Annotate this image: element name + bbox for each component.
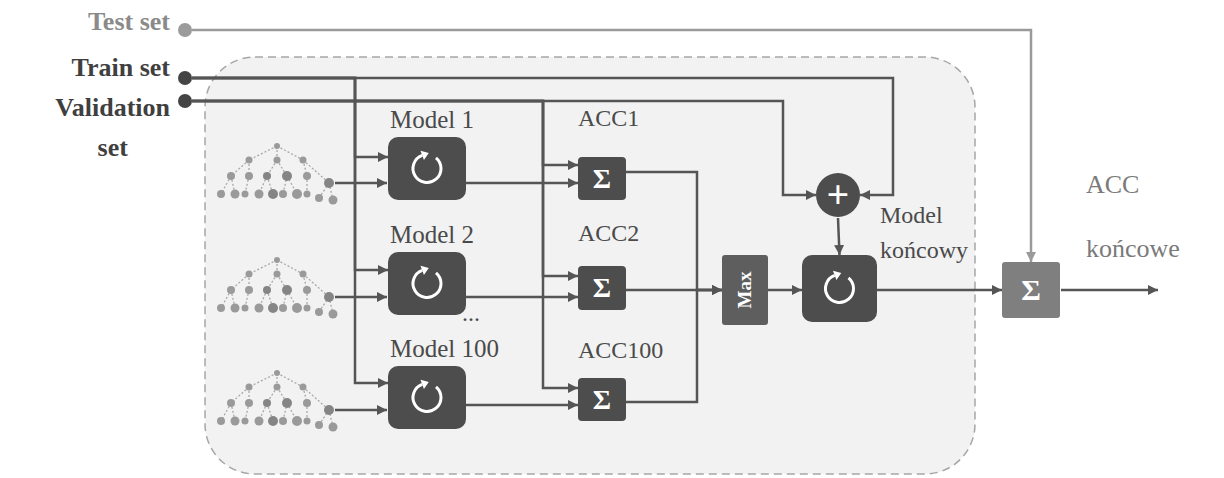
tree-arrow <box>335 409 387 412</box>
flow-connector <box>466 404 578 407</box>
loop-icon <box>833 271 841 280</box>
decision-tree <box>217 257 338 319</box>
tree-arrow <box>335 182 387 185</box>
input-dot: Test set <box>178 23 192 37</box>
max-box: Max <box>722 255 768 325</box>
loop-icon <box>388 252 466 315</box>
flow-connector <box>192 78 388 270</box>
flow-connector <box>192 101 578 388</box>
loop-icon <box>388 366 466 429</box>
input-dot-shape <box>178 23 192 37</box>
loop-icon <box>413 270 441 297</box>
box-symbol: Σ <box>1021 274 1041 306</box>
pipeline-region <box>205 57 975 474</box>
loop-icon <box>826 275 854 302</box>
flow-connector <box>192 101 816 195</box>
input-dot-shape <box>178 94 192 108</box>
input-dot: Validation set <box>178 94 192 108</box>
sum-box: ACC2Σ <box>578 266 626 310</box>
loop-icon <box>421 266 429 275</box>
node-label: Model 100 <box>390 334 499 364</box>
output-arrow <box>1061 289 1158 292</box>
node-label: Validation set <box>55 88 170 168</box>
decision-tree <box>217 370 338 432</box>
flow-connector <box>877 289 1002 292</box>
loop-icon <box>413 155 441 182</box>
flow-connector <box>192 101 578 165</box>
flow-connector <box>192 101 578 276</box>
join-circle: + <box>816 172 860 218</box>
sum-box: Σ <box>1002 262 1060 318</box>
node-label: Test set <box>88 7 170 37</box>
box-symbol: Σ <box>593 385 611 415</box>
flow-connector <box>192 78 388 383</box>
output-label: ACC końcowe <box>1086 153 1180 281</box>
flow-connector <box>466 182 578 185</box>
node-label: ACC2 <box>578 218 639 248</box>
loop-icon <box>413 384 441 411</box>
loop-icon <box>421 151 429 160</box>
box-symbol: Σ <box>593 164 611 194</box>
node-label: ACC1 <box>578 103 639 133</box>
flow-connector <box>626 172 722 290</box>
join-circle-shape <box>816 173 860 217</box>
model-box: Model 100 <box>388 366 466 429</box>
input-dot-shape <box>178 71 192 85</box>
node-label: Model 1 <box>390 105 474 135</box>
model-box: Model 1 <box>388 137 466 200</box>
node-label: Model końcowy <box>880 198 968 268</box>
node-label: ACC100 <box>578 335 663 365</box>
flow-connector <box>838 218 840 255</box>
decision-tree <box>217 143 338 205</box>
ellipsis-note: ... <box>462 298 480 328</box>
flow-connector <box>768 289 802 292</box>
box-symbol: Σ <box>593 273 611 303</box>
node-label: Model 2 <box>390 220 474 250</box>
sum-box: ACC100Σ <box>578 378 626 421</box>
sum-box: ACC1Σ <box>578 157 626 200</box>
tree-arrow <box>335 296 387 299</box>
node-label: Train set <box>72 53 170 83</box>
loop-icon <box>802 255 877 322</box>
model-box: Model 2 <box>388 252 466 315</box>
box-symbol: + <box>827 175 850 215</box>
input-dot: Train set <box>178 71 192 85</box>
input-dot-shape <box>178 71 192 85</box>
model-box: Model końcowy <box>802 255 877 322</box>
box-symbol: Max <box>734 272 756 309</box>
loop-icon <box>421 380 429 389</box>
input-dot-shape <box>178 23 192 37</box>
flow-connector <box>466 296 578 299</box>
loop-icon <box>388 137 466 200</box>
flow-connector <box>192 78 388 157</box>
input-dot-shape <box>178 94 192 108</box>
